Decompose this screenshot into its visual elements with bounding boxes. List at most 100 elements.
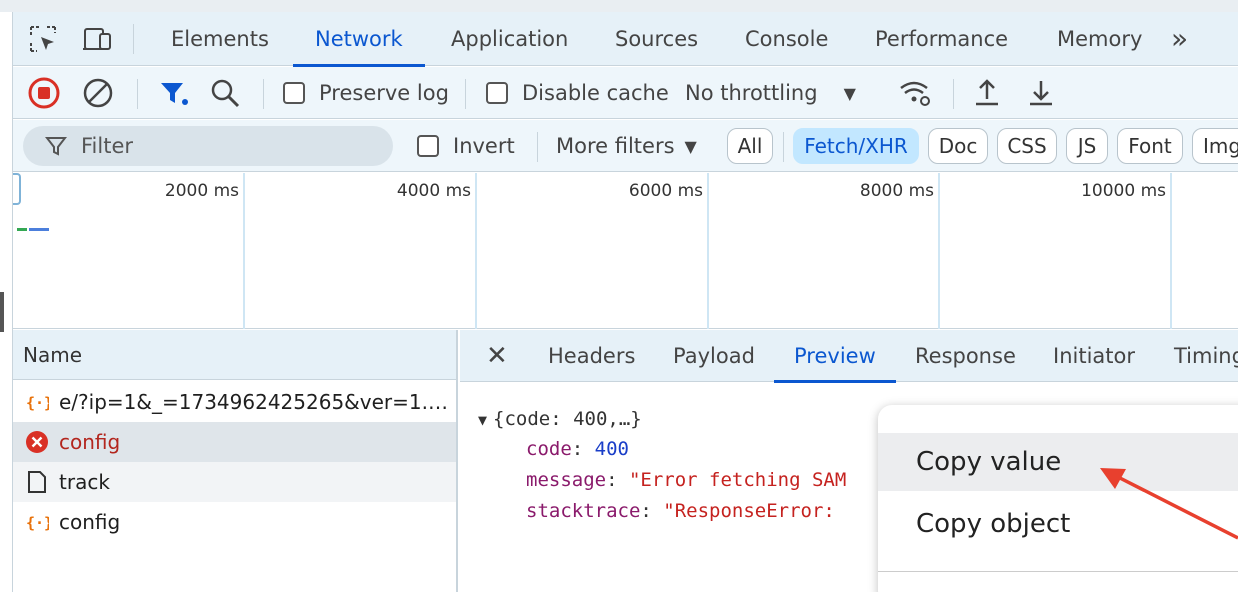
search-icon[interactable]	[209, 75, 241, 111]
filter-icon	[45, 137, 67, 156]
network-overview-timeline[interactable]: 2000 ms 4000 ms 6000 ms 8000 ms 10000 ms	[13, 173, 1238, 329]
json-string-value: "Error fetching SAM	[628, 469, 847, 491]
tab-elements[interactable]: Elements	[171, 27, 269, 51]
inspect-element-icon[interactable]	[27, 24, 59, 54]
filter-row: Filter Invert More filters ▼ All Fetch/X…	[13, 120, 1238, 172]
left-scroll-marker	[0, 292, 4, 332]
request-row[interactable]: {·} e/?ip=1&_=1734962425265&ver=1.…	[13, 382, 456, 422]
toolbar-separator	[263, 79, 264, 109]
disable-cache-label: Disable cache	[522, 81, 669, 105]
json-string-value: "ResponseError:	[663, 500, 835, 522]
type-filter-all[interactable]: All	[727, 128, 773, 164]
json-icon: {·}	[25, 510, 49, 534]
tab-timing[interactable]: Timing	[1174, 344, 1238, 368]
json-number-value: 400	[594, 438, 629, 460]
more-filters-dropdown[interactable]: More filters ▼	[556, 126, 697, 166]
toolbar-separator	[465, 79, 466, 109]
timeline-range-handle[interactable]	[13, 173, 21, 205]
throttling-select[interactable]: No throttling ▼	[685, 75, 856, 111]
device-toolbar-icon[interactable]	[81, 24, 113, 54]
timeline-tick-label: 6000 ms	[628, 181, 703, 201]
panel-tab-bar: Elements Network Application Sources Con…	[13, 12, 1238, 67]
tab-preview[interactable]: Preview	[774, 330, 896, 383]
import-har-icon[interactable]	[971, 75, 1003, 111]
json-key: message	[526, 469, 607, 491]
type-filter-font[interactable]: Font	[1117, 128, 1183, 164]
timeline-gridline	[1170, 173, 1172, 329]
disable-cache-checkbox[interactable]: Disable cache	[486, 75, 669, 111]
type-filter-img[interactable]: Img	[1192, 128, 1238, 164]
request-name: track	[59, 470, 110, 494]
toolbar-separator	[953, 79, 954, 109]
request-list: Name {·} e/?ip=1&_=1734962425265&ver=1.……	[13, 330, 458, 592]
request-row[interactable]: config	[13, 422, 456, 462]
more-tabs-icon[interactable]: »	[1171, 22, 1189, 55]
timeline-request-bar	[17, 228, 27, 231]
tab-network[interactable]: Network	[293, 12, 425, 67]
checkbox-box	[283, 82, 305, 104]
request-row[interactable]: {·} config	[13, 502, 456, 542]
error-icon	[25, 430, 49, 454]
timeline-tick-label: 2000 ms	[164, 181, 239, 201]
invert-label: Invert	[453, 134, 515, 158]
preserve-log-checkbox[interactable]: Preserve log	[283, 75, 449, 111]
tab-headers[interactable]: Headers	[548, 344, 636, 368]
timeline-gridline	[475, 173, 477, 329]
request-name: e/?ip=1&_=1734962425265&ver=1.…	[59, 390, 448, 414]
left-margin	[0, 12, 12, 592]
json-property-code[interactable]: code: 400	[526, 438, 629, 460]
tab-sources[interactable]: Sources	[615, 27, 699, 51]
timeline-gridline	[938, 173, 940, 329]
tab-separator	[133, 24, 134, 54]
json-key: code	[526, 438, 572, 460]
invert-checkbox[interactable]: Invert	[417, 126, 515, 166]
clear-icon[interactable]	[81, 75, 115, 111]
timeline-gridline	[707, 173, 709, 329]
menu-item-copy-object[interactable]: Copy object	[916, 509, 1071, 539]
close-details-icon[interactable]: ✕	[486, 341, 508, 371]
network-conditions-icon[interactable]	[897, 75, 933, 111]
tab-payload[interactable]: Payload	[673, 344, 755, 368]
checkbox-box	[417, 135, 439, 157]
context-menu: Copy value Copy object	[878, 405, 1238, 592]
timeline-tick-label: 8000 ms	[859, 181, 934, 201]
preserve-log-label: Preserve log	[319, 81, 449, 105]
type-filter-css[interactable]: CSS	[997, 128, 1057, 164]
tab-memory[interactable]: Memory	[1057, 27, 1143, 51]
timeline-request-bar	[29, 228, 49, 231]
type-filter-fetch-xhr[interactable]: Fetch/XHR	[793, 128, 919, 164]
chevron-down-icon: ▼	[843, 83, 856, 103]
json-key: stacktrace	[526, 500, 641, 522]
filter-input[interactable]: Filter	[23, 126, 393, 166]
chevron-down-icon: ▼	[684, 136, 697, 156]
json-property-message[interactable]: message: "Error fetching SAM	[526, 469, 847, 491]
json-tree-root[interactable]: ▼{code: 400,…}	[478, 408, 642, 430]
timeline-tick-label: 4000 ms	[396, 181, 471, 201]
network-toolbar: Preserve log Disable cache No throttling…	[13, 67, 1238, 119]
tab-console[interactable]: Console	[745, 27, 829, 51]
throttling-value: No throttling	[685, 81, 818, 105]
svg-text:{·}: {·}	[26, 394, 49, 412]
type-filter-doc[interactable]: Doc	[928, 128, 988, 164]
stop-recording-icon[interactable]	[27, 75, 61, 111]
filter-separator	[537, 132, 538, 162]
menu-separator	[878, 571, 1238, 572]
more-filters-label: More filters	[556, 134, 675, 158]
filter-toggle-icon[interactable]	[157, 75, 191, 111]
toolbar-separator	[137, 79, 138, 109]
tab-performance[interactable]: Performance	[875, 27, 1009, 51]
details-tab-bar: ✕ Headers Payload Preview Response Initi…	[460, 330, 1238, 383]
request-name: config	[59, 430, 121, 454]
name-column-header[interactable]: Name	[13, 330, 456, 380]
checkbox-box	[486, 82, 508, 104]
tab-initiator[interactable]: Initiator	[1053, 344, 1135, 368]
json-property-stacktrace[interactable]: stacktrace: "ResponseError:	[526, 500, 835, 522]
expand-triangle-icon[interactable]: ▼	[478, 411, 488, 429]
menu-item-copy-value[interactable]: Copy value	[878, 433, 1238, 491]
request-row[interactable]: track	[13, 462, 456, 502]
tab-application[interactable]: Application	[451, 27, 569, 51]
tab-response[interactable]: Response	[915, 344, 1016, 368]
type-filter-js[interactable]: JS	[1066, 128, 1108, 164]
export-har-icon[interactable]	[1025, 75, 1057, 111]
request-name: config	[59, 510, 121, 534]
